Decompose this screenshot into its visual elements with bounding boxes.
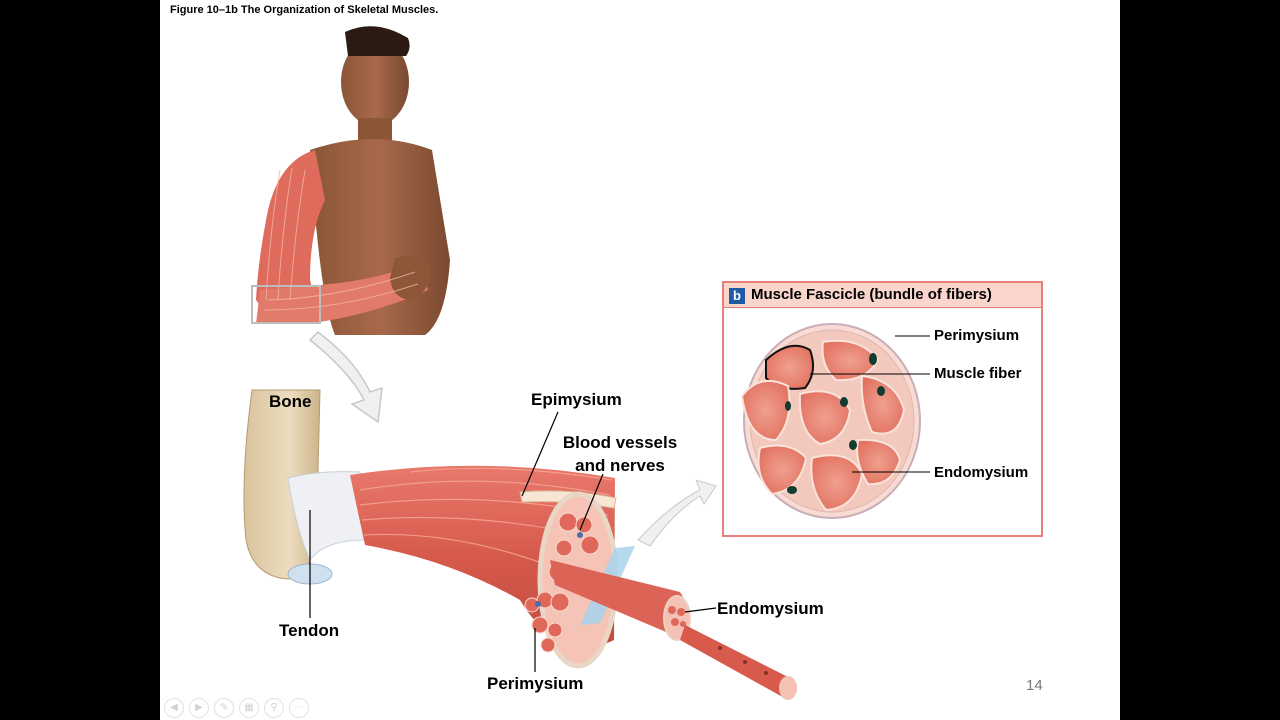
panel-label-perimysium: Perimysium (934, 326, 1019, 346)
slides-grid-icon[interactable]: ▦ (239, 698, 259, 718)
label-epimysium: Epimysium (531, 389, 622, 412)
previous-slide-icon[interactable]: ◀ (164, 698, 184, 718)
label-bone: Bone (269, 391, 312, 414)
human-figure (252, 26, 450, 335)
zoom-arrow (310, 332, 382, 422)
pen-icon[interactable]: ✎ (214, 698, 234, 718)
label-blood-vessels-line2: and nerves (556, 455, 684, 478)
panel-label-muscle-fiber: Muscle fiber (934, 364, 1022, 384)
next-slide-icon[interactable]: ▶ (189, 698, 209, 718)
page-number: 14 (1026, 677, 1043, 694)
panel-arrow (638, 480, 716, 546)
panel-title: Muscle Fascicle (bundle of fibers) (751, 286, 992, 303)
panel-badge: b (729, 288, 745, 304)
label-blood-vessels: Blood vessels and nerves (556, 432, 684, 478)
panel-header: b Muscle Fascicle (bundle of fibers) (724, 283, 1041, 308)
muscle-illustration (350, 466, 616, 666)
fascicle-panel: b Muscle Fascicle (bundle of fibers) (722, 281, 1043, 537)
label-blood-vessels-line1: Blood vessels (556, 432, 684, 455)
panel-label-endomysium: Endomysium (934, 463, 1028, 483)
slide: Figure 10–1b The Organization of Skeleta… (160, 0, 1120, 720)
label-endomysium: Endomysium (717, 598, 824, 621)
slideshow-controls: ◀ ▶ ✎ ▦ ⚲ ⋯ (164, 698, 309, 718)
label-tendon: Tendon (279, 620, 339, 643)
label-perimysium: Perimysium (487, 673, 583, 696)
more-options-icon[interactable]: ⋯ (289, 698, 309, 718)
zoom-icon[interactable]: ⚲ (264, 698, 284, 718)
